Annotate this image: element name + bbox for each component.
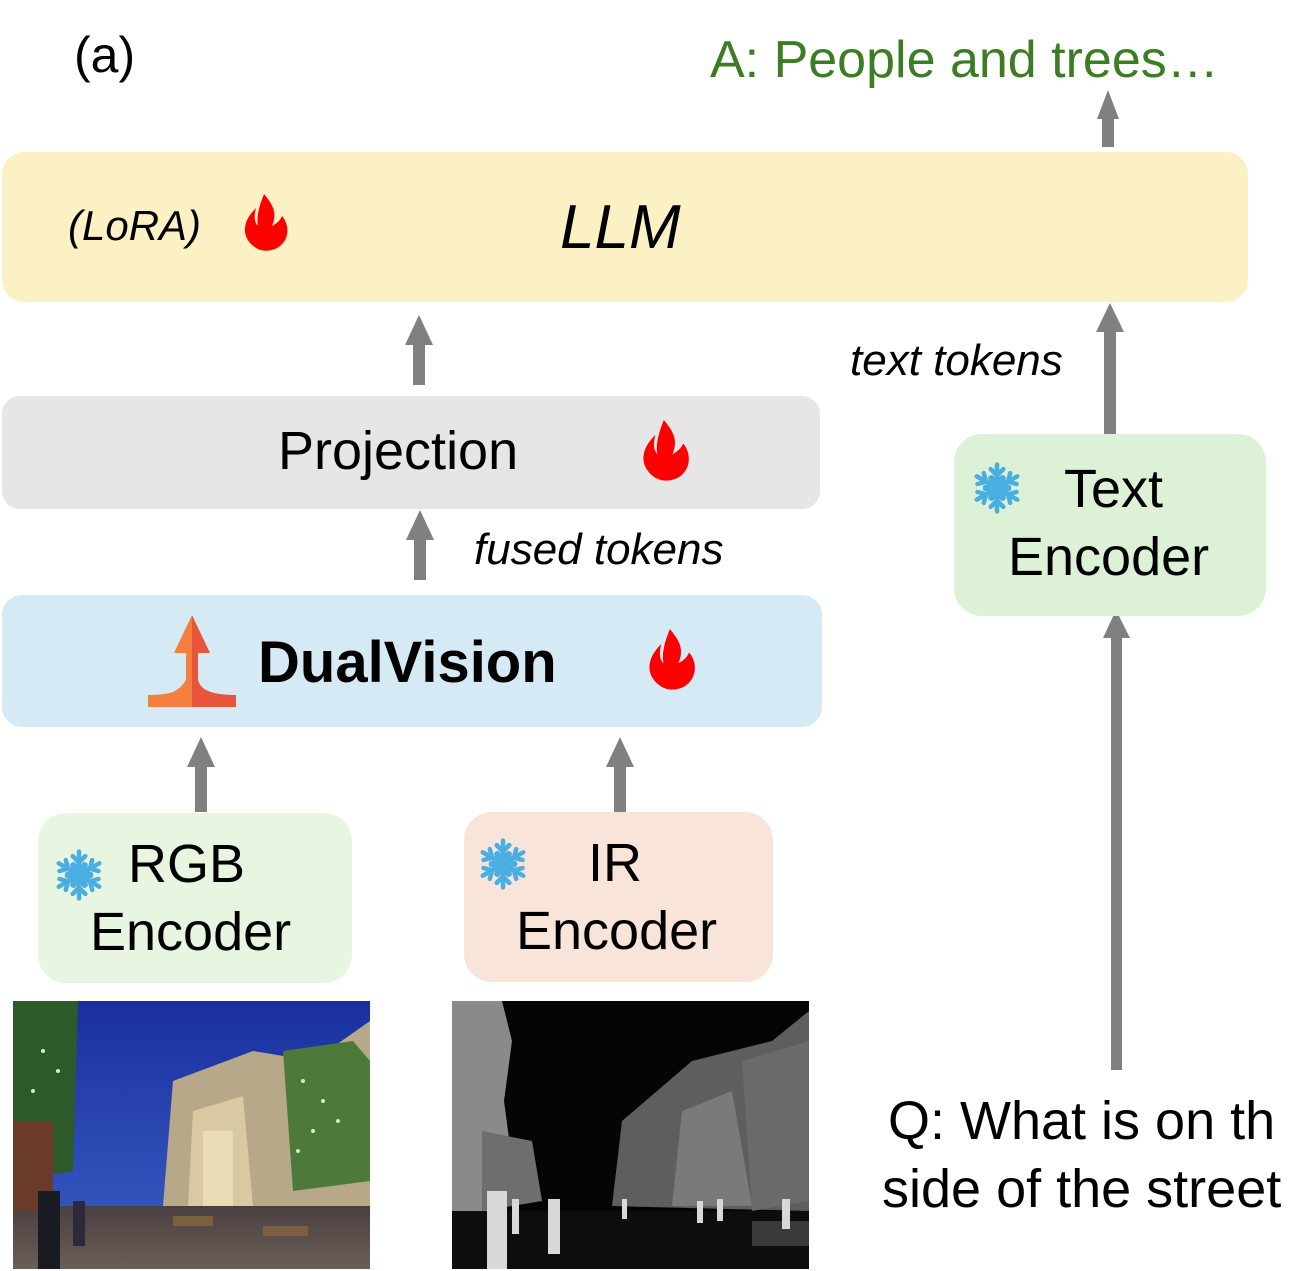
rgb-encoder-line2: Encoder <box>90 902 292 962</box>
arrow-projection-to-llm <box>405 315 433 385</box>
projection-title: Projection <box>278 421 519 481</box>
answer-text: A: People and trees… <box>710 31 1219 89</box>
text-encoder-line2: Encoder <box>1008 527 1210 587</box>
ir-image <box>452 1001 809 1269</box>
snowflake-icon <box>970 460 1024 516</box>
fire-icon <box>640 420 692 482</box>
fire-icon <box>242 194 290 252</box>
merge-arrow-icon <box>148 615 240 707</box>
panel-label: (a) <box>74 27 136 83</box>
rgb-encoder-box: RGB Encoder <box>38 813 352 983</box>
dualvision-box: DualVision <box>2 595 822 727</box>
arrow-dualvision-to-projection <box>406 510 434 580</box>
snowflake-icon <box>52 847 106 903</box>
text-encoder-box: Text Encoder <box>954 434 1266 616</box>
ir-encoder-line1: IR <box>588 833 642 893</box>
ir-encoder-box: IR Encoder <box>464 812 773 982</box>
lora-label: (LoRA) <box>68 202 202 249</box>
text-encoder-line1: Text <box>1064 459 1164 519</box>
rgb-encoder-line1: RGB <box>128 834 246 894</box>
arrow-question-to-text-encoder <box>1103 610 1130 1070</box>
llm-title: LLM <box>560 193 681 262</box>
question-line-1: Q: What is on th <box>888 1091 1276 1151</box>
fire-icon <box>646 629 698 691</box>
text-tokens-label: text tokens <box>850 336 1063 385</box>
ir-encoder-line2: Encoder <box>516 901 718 961</box>
llm-box: (LoRA) LLM <box>2 152 1248 302</box>
projection-box: Projection <box>2 396 820 509</box>
arrow-ir-to-dualvision <box>606 737 634 812</box>
fused-tokens-label: fused tokens <box>474 525 724 574</box>
rgb-image <box>13 1001 370 1269</box>
arrow-rgb-to-dualvision <box>187 737 215 812</box>
arrow-llm-to-answer <box>1097 90 1119 147</box>
dualvision-title: DualVision <box>258 630 557 695</box>
question-line-2: side of the street <box>882 1159 1282 1219</box>
snowflake-icon <box>476 836 530 892</box>
arrow-text-encoder-to-llm <box>1096 303 1124 435</box>
